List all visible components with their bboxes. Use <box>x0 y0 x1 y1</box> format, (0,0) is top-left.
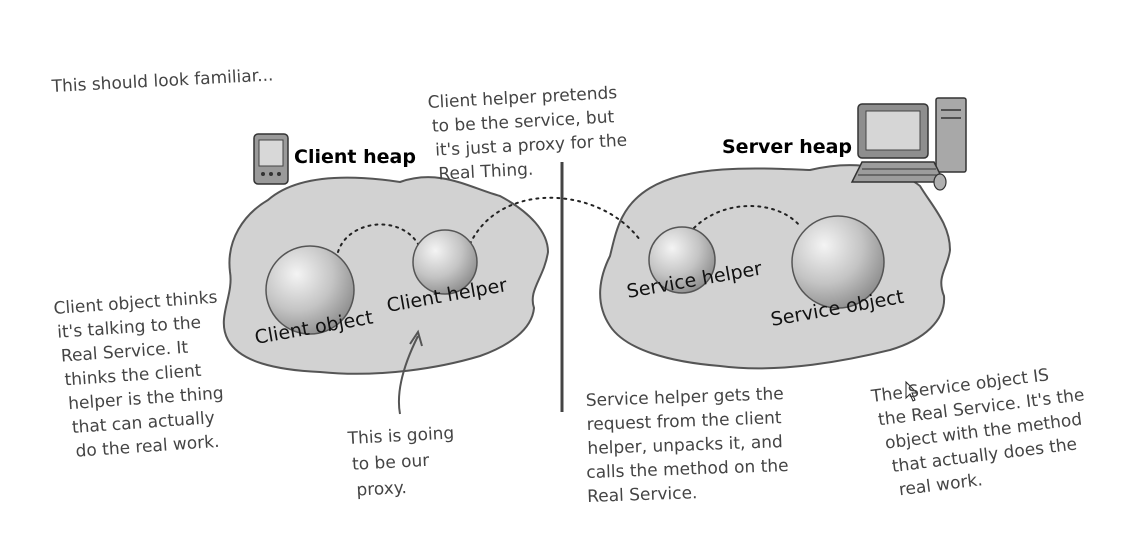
note-service-helper-gets: Service helper gets the request from the… <box>583 384 795 507</box>
note-proxy: This is going to be our proxy. <box>346 423 463 501</box>
connector-service-helper-to-object <box>693 205 801 229</box>
desktop-computer-icon <box>850 97 967 191</box>
cursor-icon <box>905 380 919 402</box>
connector-helper-to-service-helper <box>469 196 641 245</box>
server-heap-area <box>599 164 952 370</box>
note-familiar: This should look familiar... <box>50 65 274 97</box>
client-helper-ball <box>412 229 478 295</box>
server-heap-title: Server heap <box>722 136 852 158</box>
proxy-arrow <box>397 335 419 415</box>
note-service-object-is: The Service object IS the Real Service. … <box>869 361 1099 503</box>
service-object-ball <box>791 215 885 309</box>
note-client-helper-pretends: Client helper pretends to be the service… <box>427 82 634 184</box>
client-object-ball <box>265 245 355 335</box>
service-helper-ball <box>648 226 716 294</box>
proxy-arrowhead <box>409 329 423 347</box>
connector-client-to-helper <box>337 223 419 253</box>
pda-icon <box>253 133 289 185</box>
client-heap-title: Client heap <box>294 146 416 168</box>
note-client-object-thinks: Client object thinks it's talking to the… <box>53 287 233 462</box>
